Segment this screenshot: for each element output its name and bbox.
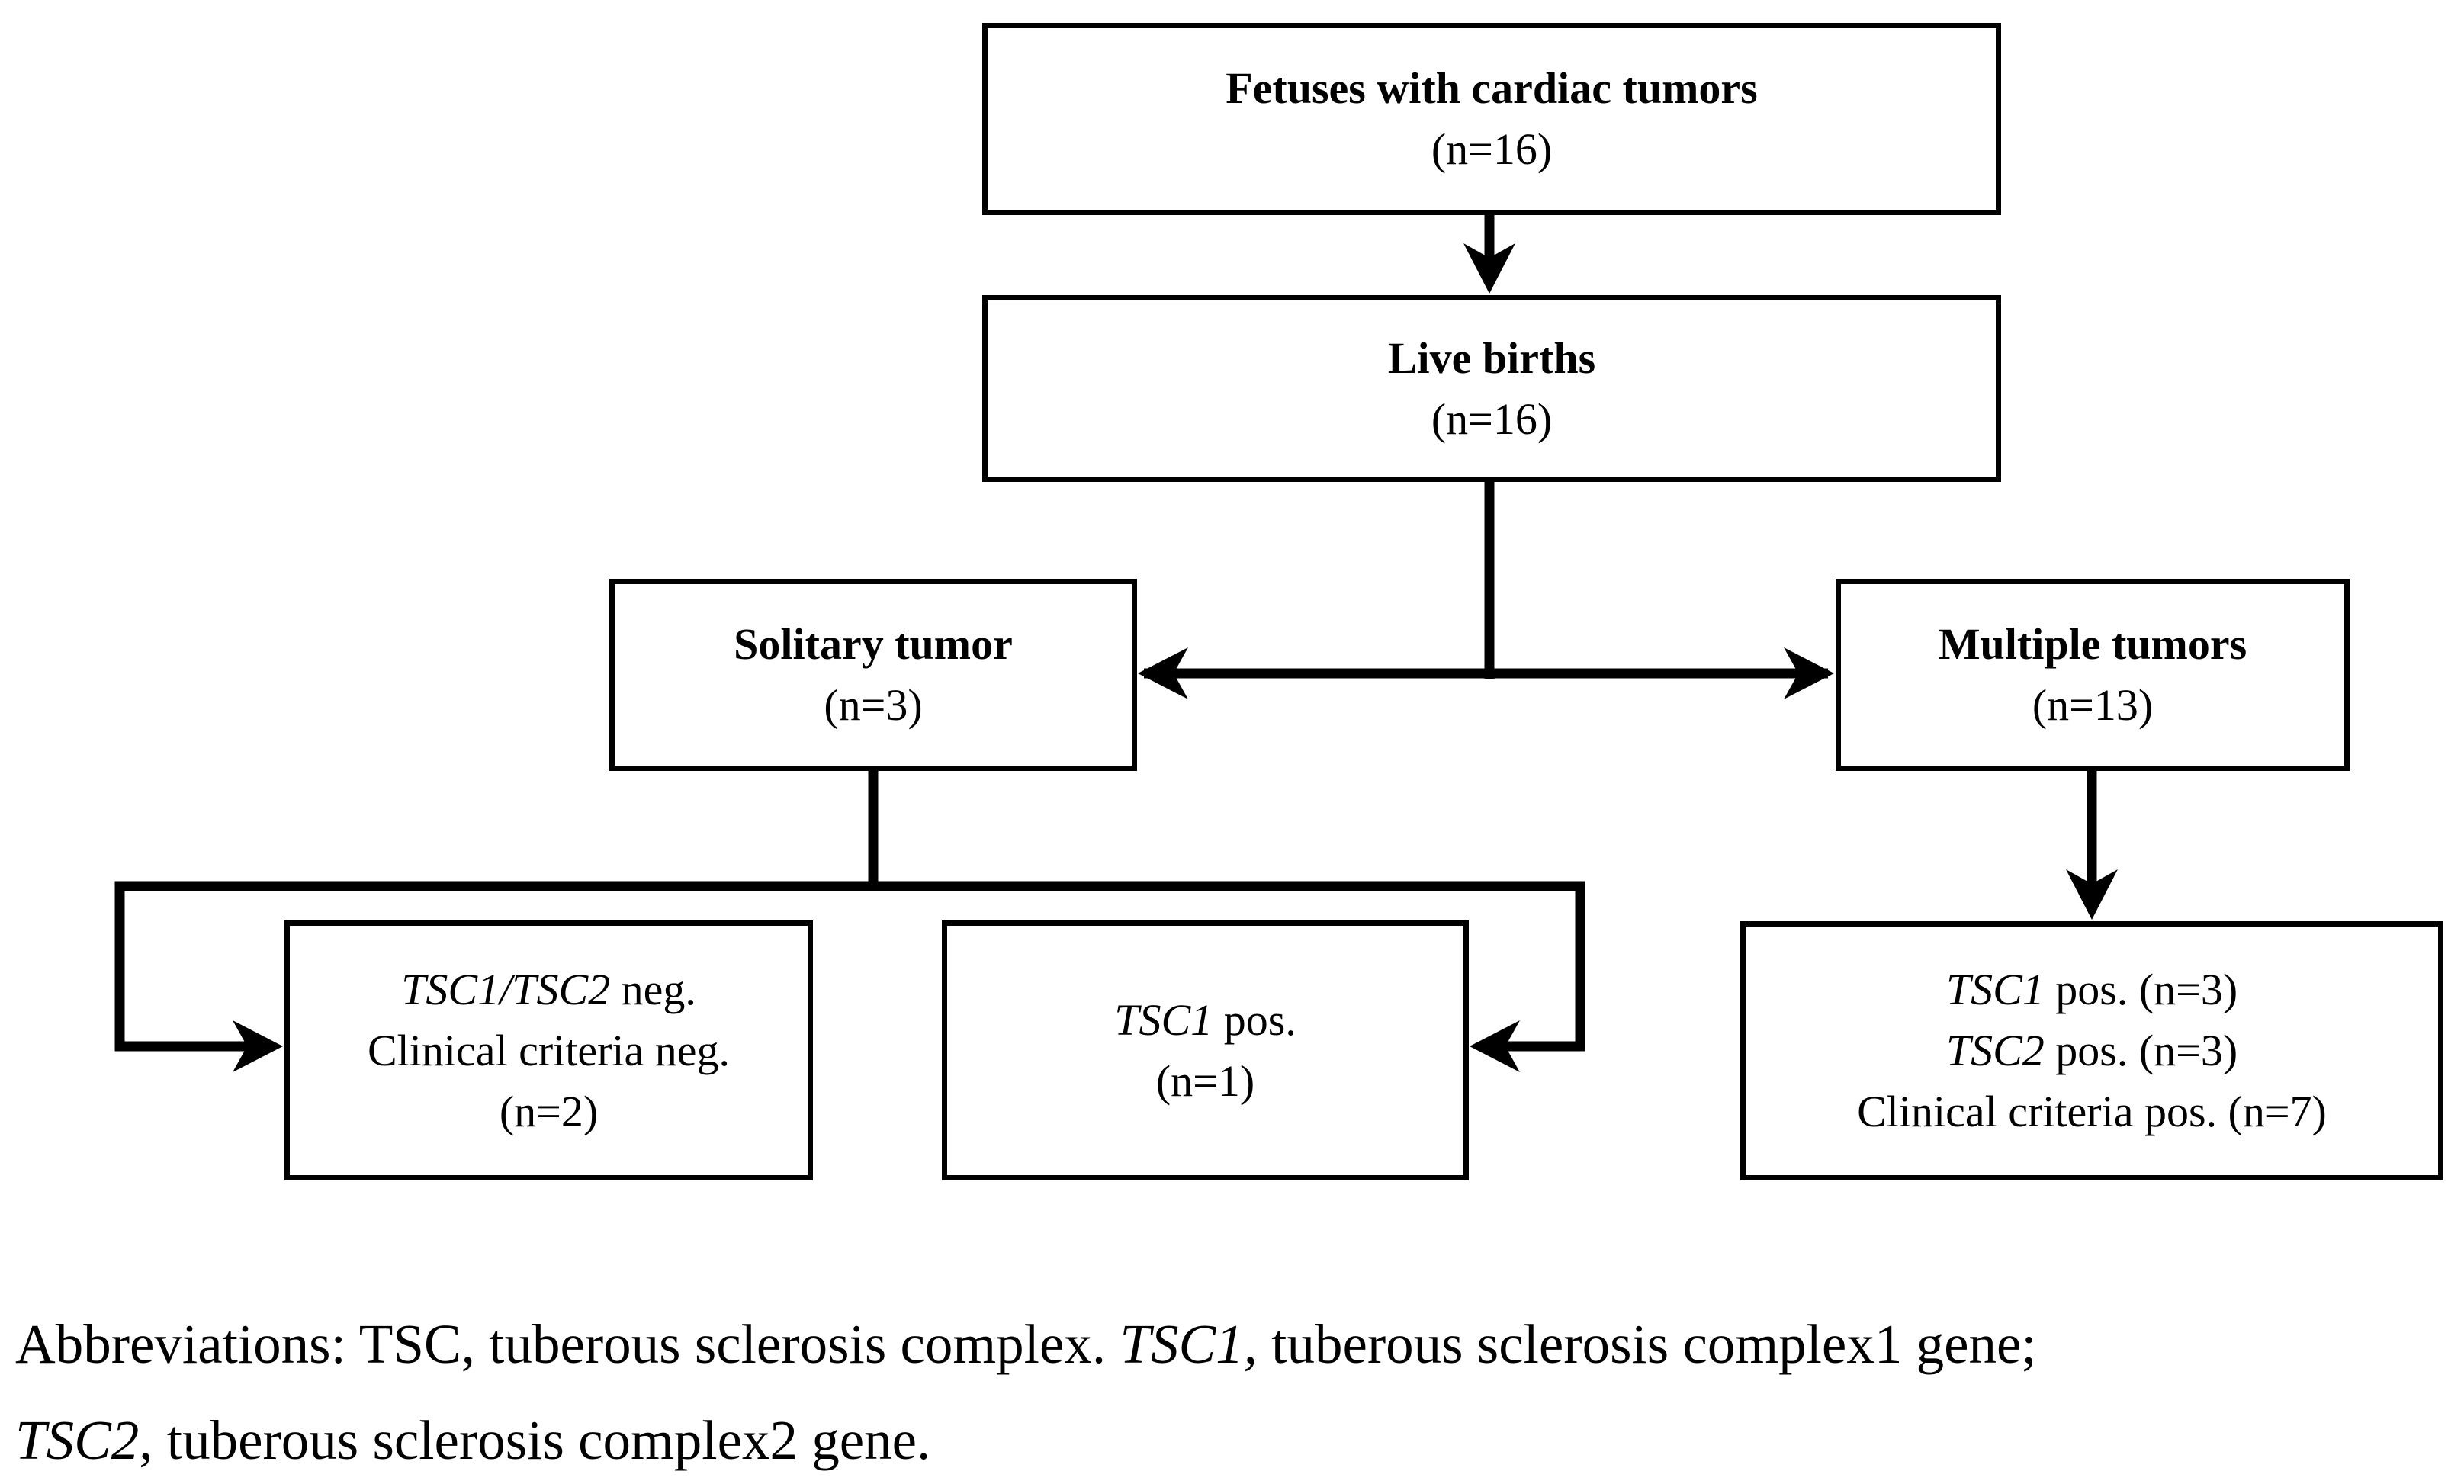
arrowhead-left-tsc1pos [1470, 1020, 1520, 1072]
node-line-gene: TSC1/TSC2 neg. [401, 959, 696, 1020]
node-title: Multiple tumors [1938, 619, 2247, 669]
node-title: Solitary tumor [734, 619, 1013, 669]
node-fetuses-with-cardiac-tumors: Fetuses with cardiac tumors (n=16) [982, 23, 2001, 215]
arrowhead-left-solitary [1138, 647, 1188, 699]
node-count: (n=3) [824, 680, 923, 730]
node-line-gene: TSC1 pos. [1114, 990, 1296, 1051]
node-count: (n=1) [1155, 1055, 1255, 1106]
node-line-clinical: Clinical criteria pos. (n=7) [1857, 1087, 2327, 1136]
gene-result: pos. (n=3) [2044, 1026, 2238, 1075]
arrowhead-right-tscneg [233, 1020, 283, 1072]
gene-name-italic: TSC2 [1945, 1026, 2045, 1075]
node-title: Live births [1387, 332, 1596, 383]
caption-text: , tuberous sclerosis complex2 gene. [139, 1409, 931, 1471]
caption-line-1: Abbreviations: TSC, tuberous sclerosis c… [15, 1296, 2448, 1392]
node-count: (n=16) [1431, 393, 1553, 444]
gene-name-italic: TSC2 [15, 1409, 140, 1471]
node-multiple-tumors: Multiple tumors (n=13) [1836, 579, 2350, 771]
node-tsc1-tsc2-negative: TSC1/TSC2 neg. Clinical criteria neg. (n… [284, 920, 813, 1180]
node-line-clinical: Clinical criteria neg. [367, 1025, 731, 1075]
node-multiple-tumor-results: TSC1 pos. (n=3) TSC2 pos. (n=3) Clinical… [1740, 921, 2443, 1180]
arrowhead-right-multiple [1784, 647, 1834, 699]
gene-name-italic: TSC1 [1945, 965, 2045, 1014]
caption-line-2: TSC2, tuberous sclerosis complex2 gene. [15, 1392, 2448, 1484]
gene-result: pos. [1213, 994, 1296, 1045]
node-solitary-tumor: Solitary tumor (n=3) [609, 579, 1137, 771]
arrowhead-down-results [2066, 869, 2118, 920]
gene-name-italic: TSC1/TSC2 [401, 964, 611, 1014]
arrowhead-down-livebirths [1463, 243, 1515, 294]
figure-caption: Abbreviations: TSC, tuberous sclerosis c… [15, 1296, 2448, 1484]
gene-name-italic: TSC1, [1120, 1313, 1258, 1375]
caption-text: tuberous sclerosis complex1 gene; [1257, 1313, 2037, 1375]
node-count: (n=16) [1431, 124, 1553, 174]
node-line-tsc2: TSC2 pos. (n=3) [1946, 1020, 2238, 1081]
gene-result: pos. (n=3) [2044, 965, 2238, 1014]
node-title: Fetuses with cardiac tumors [1226, 63, 1758, 113]
gene-name-italic: TSC1 [1114, 994, 1213, 1045]
node-tsc1-positive: TSC1 pos. (n=1) [942, 920, 1469, 1180]
node-live-births: Live births (n=16) [982, 295, 2001, 482]
caption-text: Abbreviations: TSC, tuberous sclerosis c… [15, 1313, 1120, 1375]
gene-result: neg. [610, 964, 696, 1014]
node-count: (n=13) [2032, 680, 2154, 730]
node-line-tsc1: TSC1 pos. (n=3) [1946, 959, 2238, 1020]
node-count: (n=2) [499, 1086, 599, 1136]
